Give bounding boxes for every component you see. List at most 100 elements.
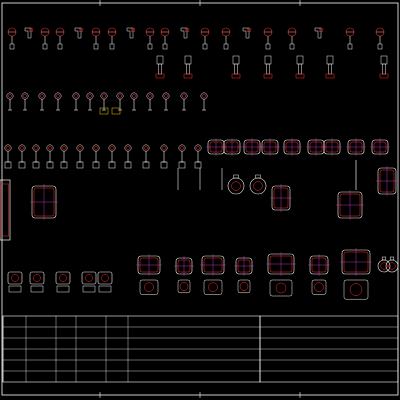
knob-core bbox=[180, 146, 184, 150]
module-base bbox=[8, 285, 22, 293]
stand-post bbox=[382, 63, 386, 75]
actuator-lower-view bbox=[139, 279, 159, 295]
module-base bbox=[30, 285, 44, 293]
handle-block bbox=[92, 161, 100, 169]
actuator-lower-view bbox=[177, 279, 191, 294]
knob-head bbox=[32, 144, 40, 152]
module-body bbox=[97, 271, 113, 285]
knob-head bbox=[160, 144, 168, 152]
actuator-lower-port bbox=[314, 282, 324, 292]
handle-block bbox=[194, 161, 202, 169]
handle-block bbox=[60, 161, 68, 169]
module-base bbox=[98, 285, 112, 293]
stand-base bbox=[231, 73, 241, 79]
handle-block bbox=[160, 161, 168, 169]
elbow-port bbox=[78, 27, 84, 33]
stand-post bbox=[328, 63, 332, 75]
elbow-outline bbox=[126, 27, 134, 39]
actuator-lower-port bbox=[208, 282, 218, 292]
valve-body bbox=[202, 43, 208, 50]
valve-body bbox=[147, 43, 153, 50]
knob-head bbox=[162, 92, 170, 100]
stand-head bbox=[264, 55, 272, 65]
knob-head bbox=[194, 144, 202, 152]
round-top-boss bbox=[389, 256, 395, 261]
knob-head bbox=[86, 92, 94, 100]
round-top-boss bbox=[255, 174, 261, 179]
knob-head bbox=[108, 144, 116, 152]
knob-head bbox=[142, 144, 150, 152]
handle-block bbox=[46, 161, 54, 169]
stand-head bbox=[156, 55, 164, 65]
module-base bbox=[56, 285, 70, 293]
knob-core bbox=[196, 146, 200, 150]
knob-head bbox=[21, 92, 29, 100]
valve-body bbox=[93, 43, 99, 50]
actuator-lower-view bbox=[203, 279, 223, 295]
knob-core bbox=[6, 146, 10, 150]
round-top-boss bbox=[381, 256, 387, 261]
elbow-outline bbox=[242, 27, 250, 39]
stand-post bbox=[266, 63, 270, 75]
large-cylinder bbox=[0, 179, 11, 241]
valve-body bbox=[9, 43, 15, 50]
actuator-lower-view bbox=[269, 279, 293, 297]
stand-post bbox=[298, 63, 302, 75]
valve-body bbox=[347, 43, 353, 50]
elbow-port bbox=[318, 27, 324, 33]
module-base bbox=[82, 285, 96, 293]
stand-head bbox=[232, 55, 240, 65]
handle-block bbox=[76, 161, 84, 169]
stand-base bbox=[263, 73, 273, 79]
title-block bbox=[2, 315, 399, 383]
knob-head bbox=[4, 144, 12, 152]
knob-core bbox=[34, 146, 38, 150]
knob-head bbox=[18, 144, 26, 152]
elbow-port bbox=[130, 27, 136, 33]
module-port bbox=[59, 274, 67, 282]
row-5-modules bbox=[7, 271, 113, 293]
valve-body bbox=[289, 43, 295, 50]
valve-body bbox=[42, 43, 48, 50]
stand-post bbox=[186, 63, 190, 75]
knob-core bbox=[102, 94, 106, 98]
knob-head bbox=[38, 92, 46, 100]
stand-base bbox=[325, 73, 335, 79]
valve-body bbox=[162, 43, 168, 50]
row-3-handles bbox=[4, 138, 390, 169]
handle-block bbox=[4, 161, 12, 169]
handle-block bbox=[18, 161, 26, 169]
handle-block bbox=[142, 161, 150, 169]
elbow-outline bbox=[74, 27, 82, 39]
knob-core bbox=[88, 94, 92, 98]
actuator-lower-port bbox=[349, 283, 363, 296]
actuator-lower-port bbox=[275, 282, 287, 294]
bracket-plate bbox=[99, 107, 109, 115]
row-2-brackets bbox=[6, 92, 208, 115]
stand-base bbox=[155, 73, 165, 79]
row-1-valves bbox=[7, 27, 389, 79]
knob-core bbox=[164, 94, 168, 98]
knob-core bbox=[40, 94, 44, 98]
knob-core bbox=[126, 146, 130, 150]
round-body bbox=[249, 177, 267, 195]
knob-core bbox=[162, 146, 166, 150]
elbow-outline bbox=[314, 27, 322, 39]
stand-post bbox=[234, 63, 238, 75]
module-body bbox=[81, 271, 97, 285]
knob-head bbox=[178, 144, 186, 152]
stand-head bbox=[184, 55, 192, 65]
module-body bbox=[29, 271, 45, 285]
knob-core bbox=[23, 94, 27, 98]
knob-core bbox=[62, 146, 66, 150]
actuator-lower-port bbox=[239, 282, 249, 291]
actuator-lower-view bbox=[311, 279, 327, 295]
knob-head bbox=[76, 144, 84, 152]
round-top-boss bbox=[233, 174, 239, 179]
knob-core bbox=[110, 146, 114, 150]
knob-core bbox=[8, 94, 12, 98]
bracket-plate bbox=[111, 107, 121, 115]
knob-head bbox=[180, 92, 188, 100]
